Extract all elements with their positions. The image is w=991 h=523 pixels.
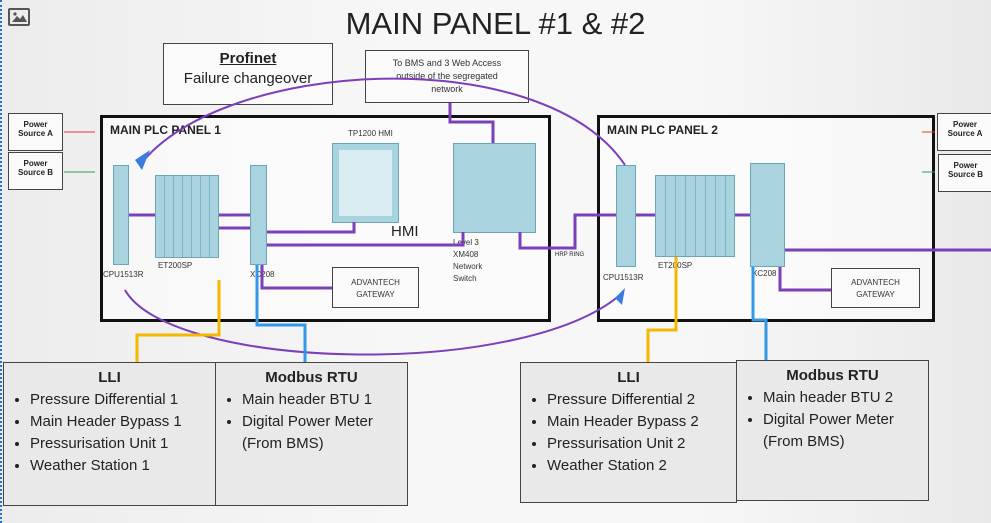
panel-1-title: MAIN PLC PANEL 1 bbox=[110, 123, 221, 137]
hmi-screen bbox=[332, 143, 399, 223]
lli-2-title: LLI bbox=[617, 369, 640, 386]
power-source-b-left: Power Source B bbox=[8, 152, 63, 190]
arrowhead-icon bbox=[615, 288, 625, 305]
list-item: Pressurisation Unit 1 bbox=[30, 433, 205, 455]
list-item: Digital Power Meter (From BMS) bbox=[763, 409, 918, 453]
profinet-title: Profinet bbox=[219, 50, 277, 67]
et200sp-1-label: ET200SP bbox=[158, 261, 193, 270]
list-item: Main header BTU 1 bbox=[242, 389, 397, 411]
lli-1-list: LLI Pressure Differential 1 Main Header … bbox=[3, 362, 216, 506]
eth-bms bbox=[448, 103, 495, 143]
list-item: Digital Power Meter (From BMS) bbox=[242, 411, 397, 455]
cpu-2 bbox=[616, 165, 636, 267]
eth-xc-hmi bbox=[267, 222, 356, 234]
list-item: Main Header Bypass 1 bbox=[30, 411, 205, 433]
advantech-gateway-2: ADVANTECH GATEWAY bbox=[831, 268, 920, 308]
profinet-ring-arc-bottom bbox=[124, 289, 621, 356]
power-source-a-left: Power Source A bbox=[8, 113, 63, 151]
lli2-line bbox=[646, 257, 678, 362]
network-switch bbox=[453, 143, 536, 233]
switch-label: Level 3 XM408 Network Switch bbox=[453, 238, 483, 283]
modbus2-line bbox=[751, 267, 768, 360]
eth-xc-switch bbox=[267, 232, 465, 247]
modbus-1-list: Modbus RTU Main header BTU 1 Digital Pow… bbox=[215, 362, 408, 506]
et200sp-1 bbox=[155, 175, 219, 258]
modbus-2-list: Modbus RTU Main header BTU 2 Digital Pow… bbox=[736, 360, 929, 501]
bms-note: To BMS and 3 Web Access outside of the s… bbox=[365, 50, 529, 103]
xc208-2 bbox=[750, 163, 785, 267]
cpu-1-label: CPU1513R bbox=[103, 270, 144, 279]
list-item: Main header BTU 2 bbox=[763, 387, 918, 409]
xc208-2-label: XC208 bbox=[752, 269, 777, 278]
modbus1-line bbox=[255, 265, 307, 362]
et200sp-2 bbox=[655, 175, 735, 257]
cpu-2-label: CPU1513R bbox=[603, 273, 644, 282]
list-item: Pressurisation Unit 2 bbox=[547, 433, 726, 455]
arrowhead-icon bbox=[135, 150, 150, 170]
power-source-a-right: Power Source A bbox=[937, 113, 991, 151]
list-item: Pressure Differential 2 bbox=[547, 389, 726, 411]
list-item: Weather Station 1 bbox=[30, 455, 205, 477]
lli-1-title: LLI bbox=[98, 369, 121, 386]
lli-2-list: LLI Pressure Differential 2 Main Header … bbox=[520, 362, 737, 503]
profinet-ring-arc bbox=[139, 77, 626, 166]
page-title: MAIN PANEL #1 & #2 bbox=[345, 6, 646, 41]
eth-xc2-gateway bbox=[778, 267, 831, 292]
xc208-1 bbox=[250, 165, 267, 265]
advantech-gateway-1: ADVANTECH GATEWAY bbox=[332, 267, 419, 308]
eth-et-xc bbox=[219, 213, 250, 230]
eth-xc-gateway bbox=[260, 265, 332, 290]
cpu-1 bbox=[113, 165, 129, 265]
image-icon[interactable] bbox=[8, 8, 30, 26]
power-source-b-right: Power Source B bbox=[938, 154, 991, 192]
selection-border bbox=[0, 0, 2, 523]
profinet-subtitle: Failure changeover bbox=[183, 70, 313, 87]
profinet-box: Profinet Failure changeover bbox=[163, 43, 333, 105]
lli1-line bbox=[135, 280, 221, 362]
list-item: Main Header Bypass 2 bbox=[547, 411, 726, 433]
hrp-ring-label: HRP RING bbox=[555, 252, 585, 258]
hmi-model-label: TP1200 HMI bbox=[348, 129, 393, 138]
panel-2-title: MAIN PLC PANEL 2 bbox=[607, 123, 718, 137]
list-item: Weather Station 2 bbox=[547, 455, 726, 477]
hmi-label: HMI bbox=[391, 223, 419, 240]
list-item: Pressure Differential 1 bbox=[30, 389, 205, 411]
modbus-1-title: Modbus RTU bbox=[265, 369, 358, 386]
modbus-2-title: Modbus RTU bbox=[786, 367, 879, 384]
hrp-ring bbox=[518, 213, 616, 250]
